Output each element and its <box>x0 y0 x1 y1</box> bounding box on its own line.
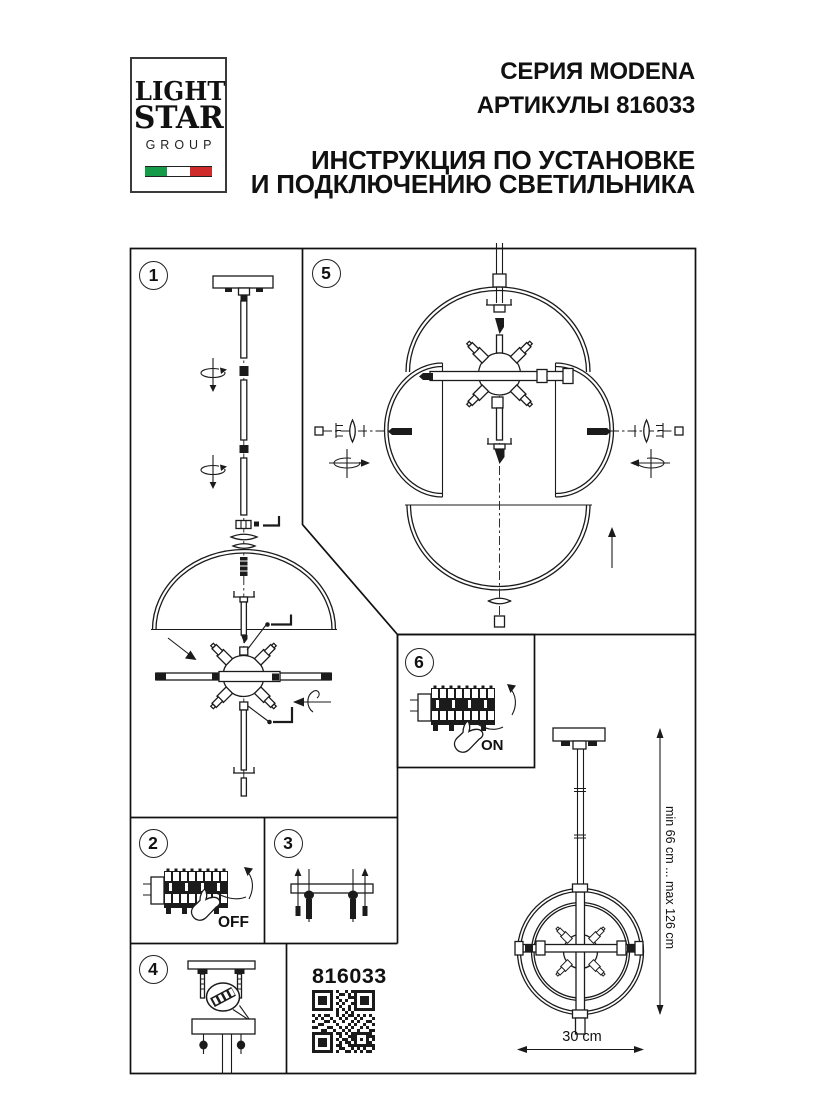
logo-word-star: STAR <box>133 100 224 136</box>
step-badge-5: 5 <box>311 258 341 288</box>
step5-drawing <box>314 243 684 628</box>
rotate-icon <box>200 455 228 489</box>
step-badge-2: 2 <box>138 828 168 858</box>
panel-borders <box>129 247 697 1075</box>
step-badge-1: 1 <box>139 261 168 290</box>
article-number: 816033 <box>312 964 387 988</box>
width-dimension <box>517 1046 644 1053</box>
dome-shade <box>151 548 337 630</box>
qr-code <box>312 990 375 1053</box>
rotate-icon <box>329 449 370 478</box>
rotate-icon <box>200 358 228 392</box>
italy-flag-icon <box>145 166 212 177</box>
height-dimension <box>656 728 664 1015</box>
ceiling-plate <box>212 275 274 289</box>
step3-drawing <box>290 868 374 922</box>
on-label: ON <box>481 737 504 754</box>
step6-drawing <box>410 684 516 754</box>
instruction-title-line1: ИНСТРУКЦИЯ ПО УСТАНОВКЕ <box>311 145 695 175</box>
logo-word-light: LIGHT <box>134 77 226 107</box>
lightstar-logo: LIGHT STAR GROUP <box>130 57 227 193</box>
width-dimension-label: 30 cm <box>562 1029 602 1045</box>
step-badge-4: 4 <box>138 954 168 984</box>
step2-drawing <box>143 867 253 922</box>
off-label: OFF <box>218 914 249 931</box>
dome-shade <box>405 286 591 373</box>
logo-word-group: GROUP <box>145 138 217 152</box>
series-title: СЕРИЯ MODENA <box>500 58 695 85</box>
pendant-dimension-drawing <box>514 727 664 1053</box>
step-badge-3: 3 <box>273 828 303 858</box>
rod-segment <box>240 300 248 359</box>
height-dimension-label: min 66 cm ... max 126 cm <box>663 806 677 950</box>
rotate-icon <box>630 449 670 478</box>
step1-drawing <box>151 275 337 797</box>
step4-drawing <box>187 960 256 1074</box>
article-title: АРТИКУЛЫ 816033 <box>476 92 695 119</box>
step-badge-6: 6 <box>404 647 434 677</box>
instruction-title-line2: И ПОДКЛЮЧЕНИЮ СВЕТИЛЬНИКА <box>250 169 695 199</box>
